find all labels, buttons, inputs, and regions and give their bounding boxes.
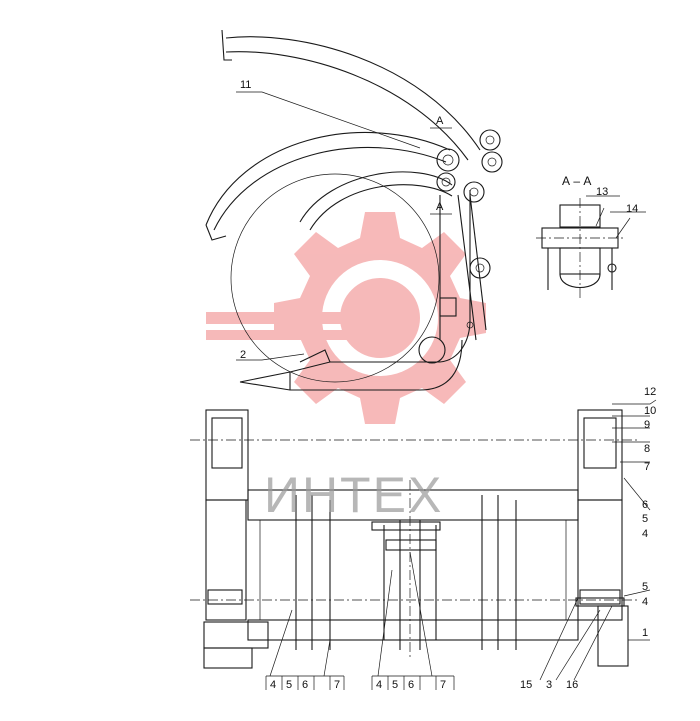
grapple-top-view xyxy=(205,29,503,391)
callout-10: 10 xyxy=(644,405,656,417)
callout-group2-5: 5 xyxy=(392,679,398,691)
callout-9: 9 xyxy=(644,419,650,431)
callout-group1-6: 6 xyxy=(302,679,308,691)
callout-group1-5: 5 xyxy=(286,679,292,691)
callout-4-right: 4 xyxy=(642,596,648,608)
callout-4: 4 xyxy=(642,528,648,540)
callout-15: 15 xyxy=(520,679,532,691)
callout-5: 5 xyxy=(642,513,648,525)
callout-2: 2 xyxy=(240,349,246,361)
callout-7: 7 xyxy=(644,461,650,473)
callout-11: 11 xyxy=(240,79,251,91)
section-mark-top: А xyxy=(436,115,444,127)
callout-group1-4: 4 xyxy=(270,679,276,691)
frame-bottom-view xyxy=(190,409,640,669)
callout-16: 16 xyxy=(566,679,578,691)
callout-8: 8 xyxy=(644,443,650,455)
callout-group1-7: 7 xyxy=(334,679,340,691)
section-mark-bottom: А xyxy=(436,201,444,213)
watermark-text: ИНТЕХ xyxy=(264,467,443,523)
callout-12: 12 xyxy=(644,386,656,398)
callout-14: 14 xyxy=(626,203,638,215)
leader-lines xyxy=(236,91,657,681)
callout-group-left: 4 5 6 7 xyxy=(265,675,345,691)
callout-group-right: 4 5 6 7 xyxy=(371,675,455,691)
callout-13: 13 xyxy=(596,186,608,198)
callout-3: 3 xyxy=(546,679,552,691)
callout-5-right: 5 xyxy=(642,581,648,593)
callout-group2-7: 7 xyxy=(440,679,446,691)
watermark-gear xyxy=(206,212,486,424)
section-title: А – А xyxy=(562,174,591,188)
callout-group2-6: 6 xyxy=(408,679,414,691)
section-a-a xyxy=(536,198,624,300)
callout-group2-4: 4 xyxy=(376,679,382,691)
callout-6: 6 xyxy=(642,499,648,511)
callout-1: 1 xyxy=(642,627,648,639)
